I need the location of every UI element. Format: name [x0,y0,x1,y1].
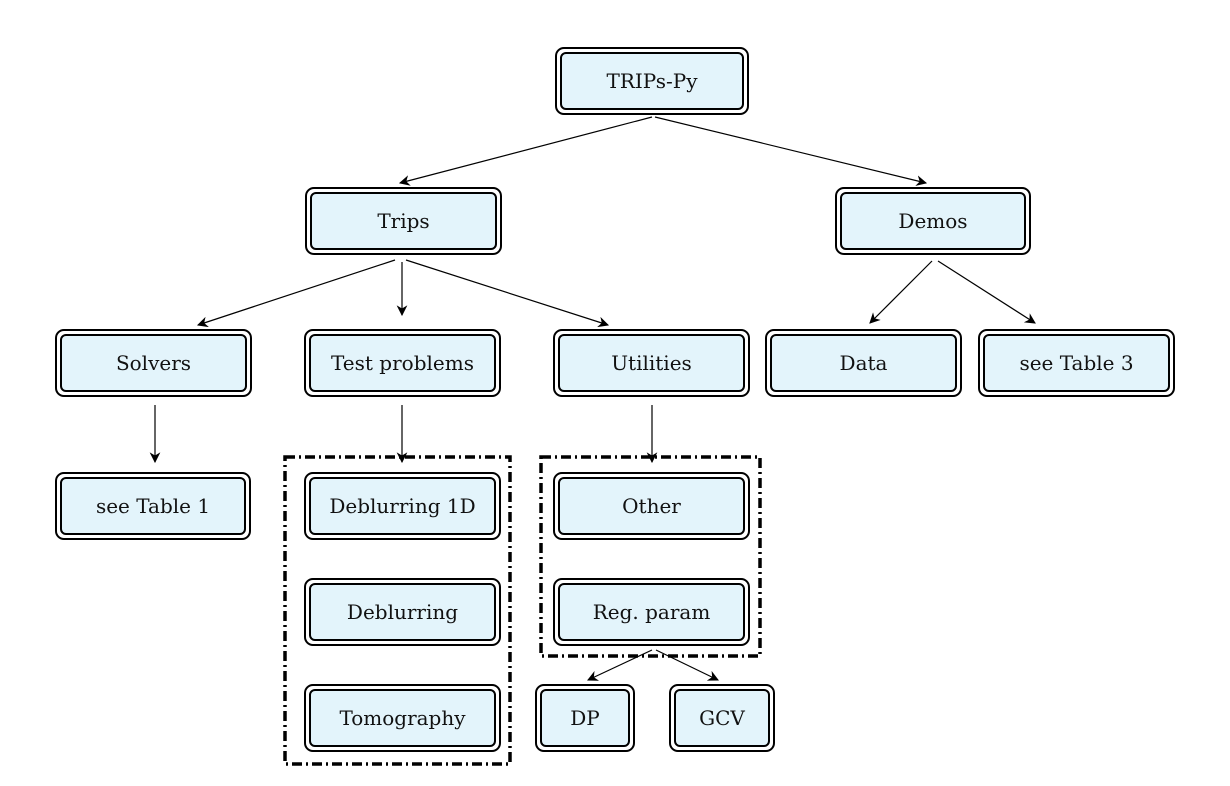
node-other: Other [553,472,750,540]
edge-trips-solvers [196,259,396,328]
node-see-table-3-label: see Table 3 [983,334,1170,392]
node-data-label: Data [770,334,957,392]
edge-regparam-gcv [655,649,719,681]
node-dp-label: DP [540,689,630,747]
node-deblurring: Deblurring [304,578,501,646]
node-reg-param-label: Reg. param [558,583,745,641]
node-tomography-label: Tomography [309,689,496,747]
node-gcv-label: GCV [674,689,770,747]
node-utilities: Utilities [553,329,750,397]
node-test-problems: Test problems [304,329,501,397]
node-test-problems-label: Test problems [309,334,496,392]
node-demos: Demos [835,187,1031,255]
edge-regparam-dp [587,649,653,681]
node-trips-py-label: TRIPs-Py [560,52,744,110]
edge-trips-utilities [405,259,610,328]
edge-root-trips [398,116,653,186]
node-other-label: Other [558,477,745,535]
node-solvers-label: Solvers [60,334,247,392]
node-see-table-1: see Table 1 [55,472,251,540]
test-problems-group-box [283,455,512,766]
node-trips-py: TRIPs-Py [555,47,749,115]
node-trips-label: Trips [310,192,497,250]
node-dp: DP [535,684,635,752]
node-trips: Trips [305,187,502,255]
node-tomography: Tomography [304,684,501,752]
edge-root-demos [654,116,928,186]
node-solvers: Solvers [55,329,252,397]
edge-demos-table3 [937,260,1036,324]
node-utilities-label: Utilities [558,334,745,392]
node-data: Data [765,329,962,397]
node-deblurring-1d-label: Deblurring 1D [309,477,496,535]
node-demos-label: Demos [840,192,1026,250]
node-reg-param: Reg. param [553,578,750,646]
node-gcv: GCV [669,684,775,752]
node-see-table-3: see Table 3 [978,329,1175,397]
node-deblurring-1d: Deblurring 1D [304,472,501,540]
node-deblurring-label: Deblurring [309,583,496,641]
node-see-table-1-label: see Table 1 [60,477,246,535]
edge-demos-data [869,260,933,324]
